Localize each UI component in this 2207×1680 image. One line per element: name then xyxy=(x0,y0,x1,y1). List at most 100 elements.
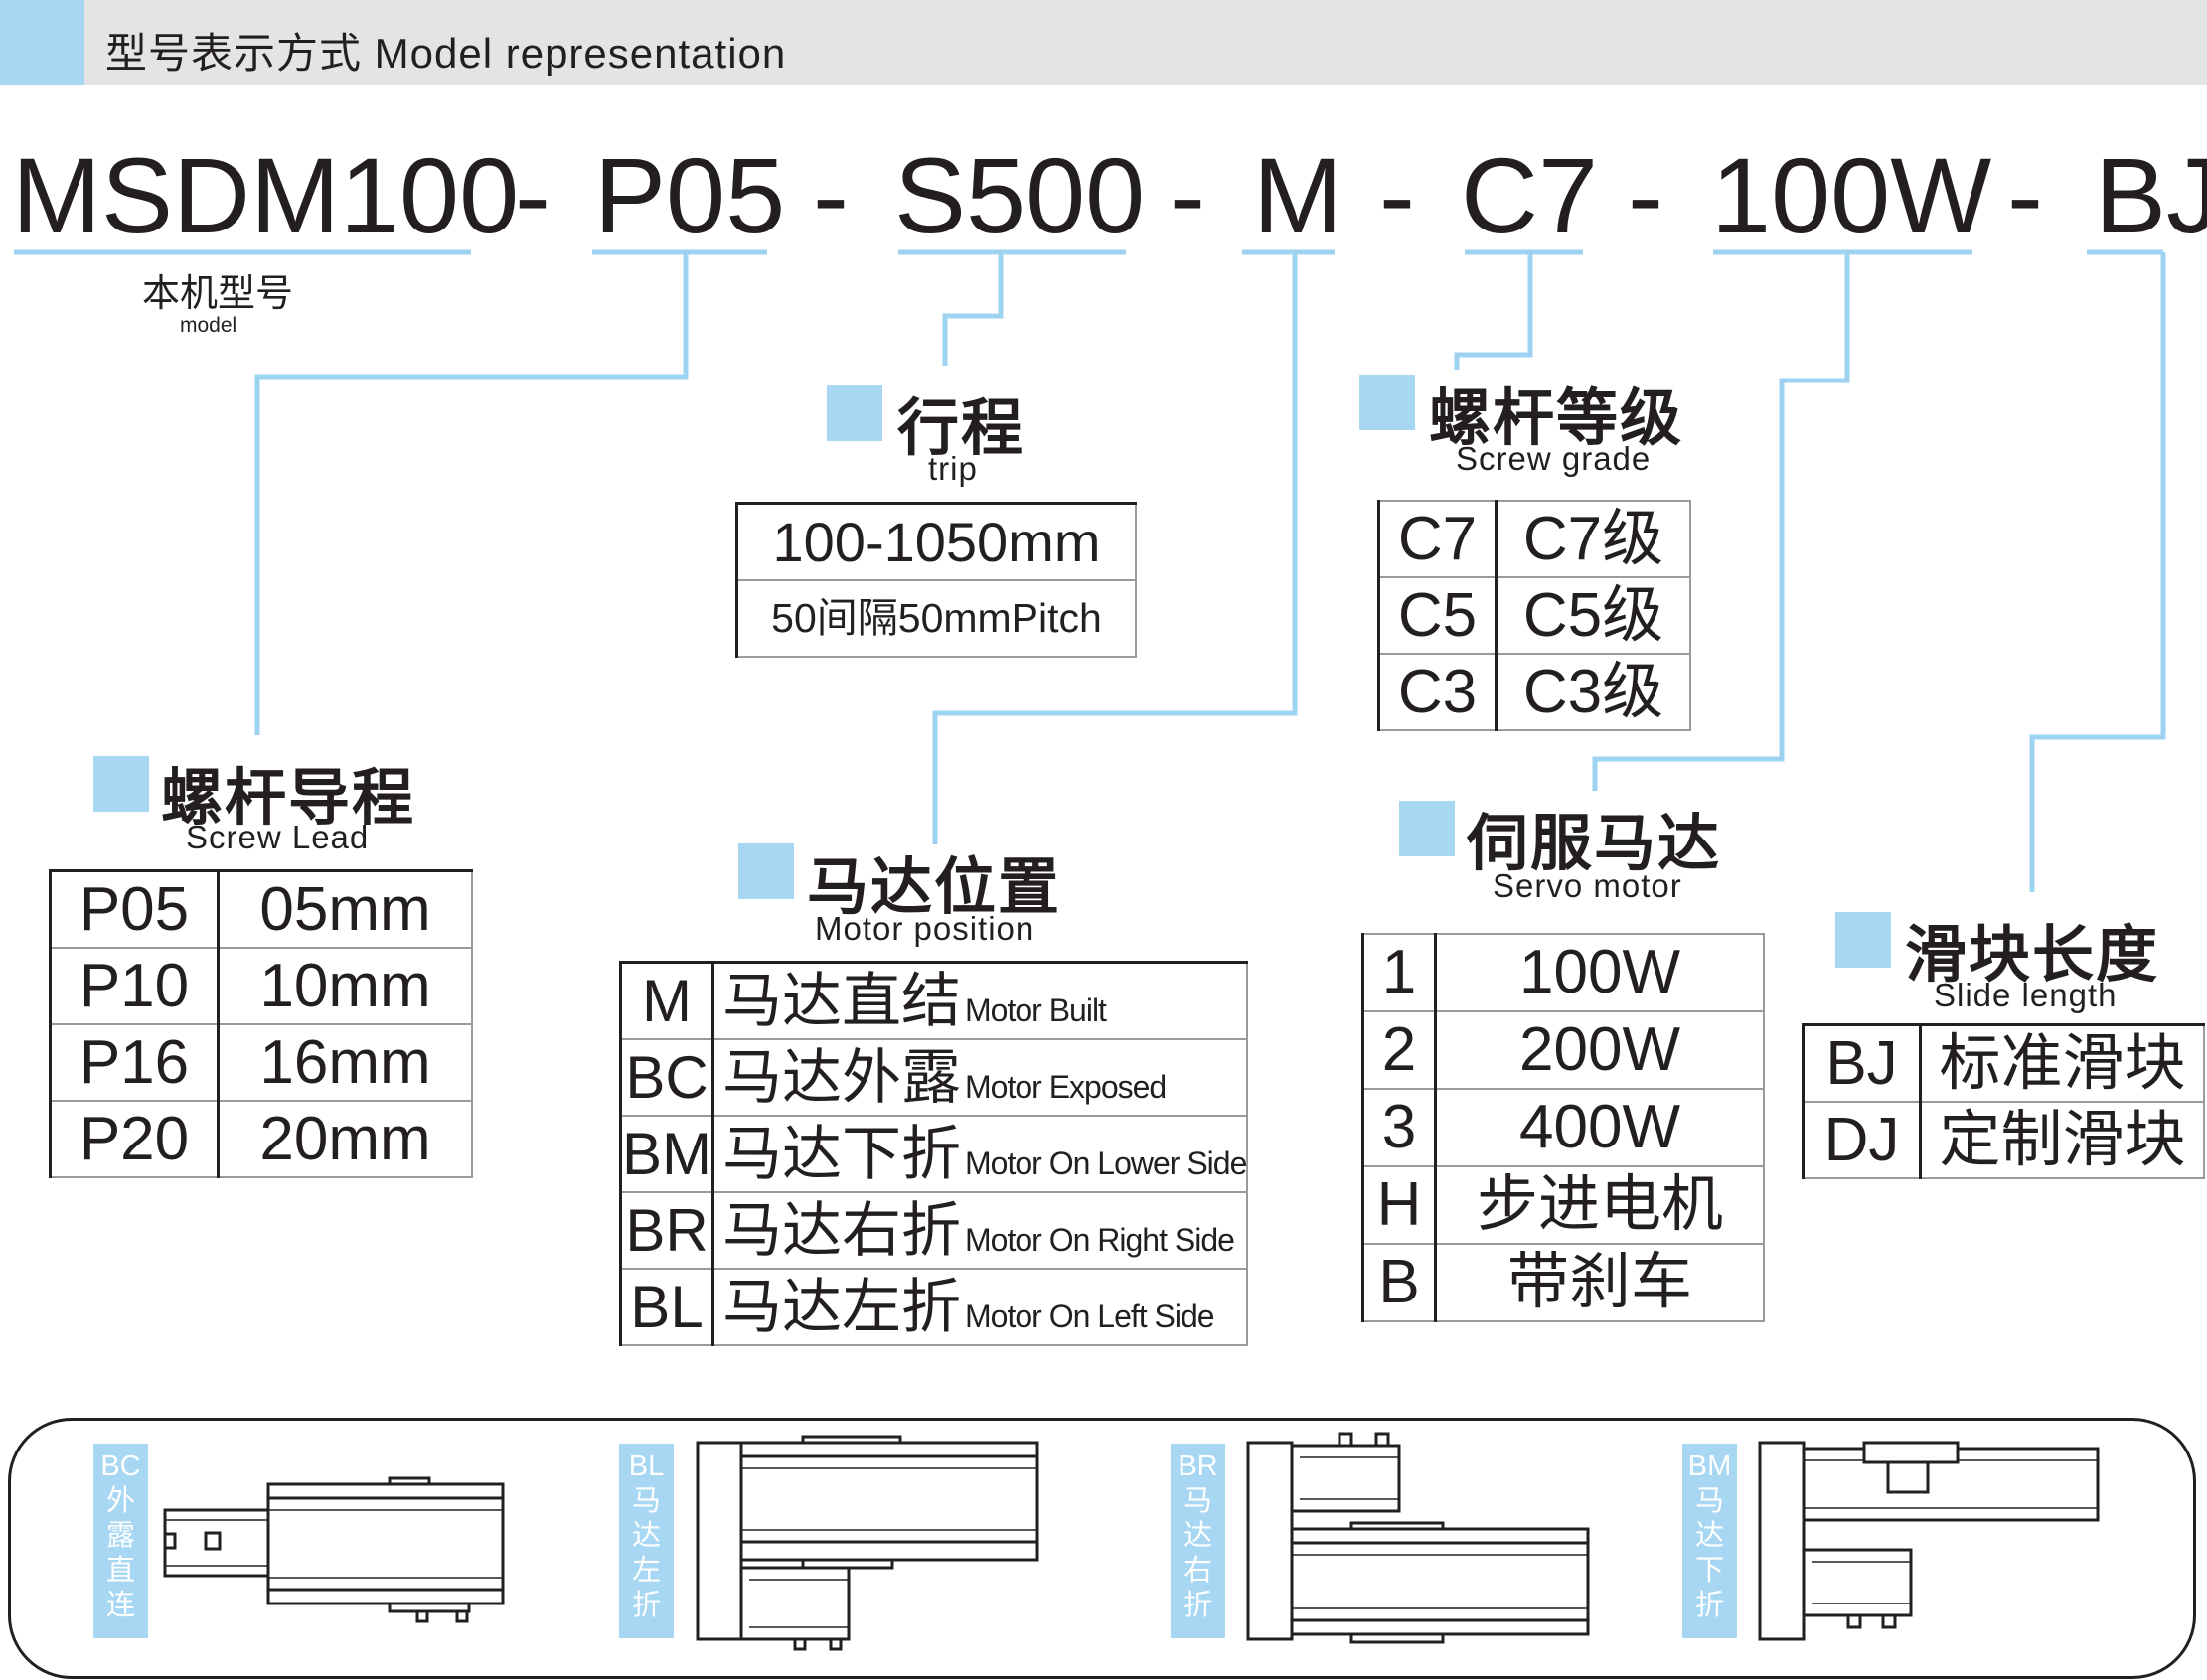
code-separator: - xyxy=(1379,135,1415,255)
position-code: BC xyxy=(619,1038,714,1117)
code-trip: S500 xyxy=(894,135,1146,255)
motor-value: 200W xyxy=(1434,1010,1765,1090)
grade-code: C5 xyxy=(1377,576,1498,655)
diagram-code: BM xyxy=(1687,1451,1732,1482)
slide-length-title: 滑块长度 xyxy=(1905,921,2160,990)
motor-code: 1 xyxy=(1361,933,1437,1012)
diagram-label-char: 连 xyxy=(105,1590,135,1621)
lead-value: 20mm xyxy=(217,1100,473,1178)
motor-value: 步进电机 xyxy=(1434,1165,1765,1245)
diagram-bm-drawing xyxy=(1758,1441,2100,1641)
connector-motor-position xyxy=(932,252,1298,844)
lead-code: P16 xyxy=(49,1023,220,1102)
screw-grade-title: 螺杆等级 xyxy=(1429,384,1684,453)
diagram-label-char: 达 xyxy=(1182,1520,1212,1552)
position-code: BM xyxy=(619,1115,714,1193)
position-zh: 马达右折 xyxy=(722,1196,961,1264)
motor-value: 带刹车 xyxy=(1434,1243,1765,1322)
diagram-label-char: 外 xyxy=(105,1485,135,1517)
code-lead: P05 xyxy=(594,135,786,255)
diagram-tag-bl: BL 马 达 左 折 xyxy=(619,1444,674,1638)
grade-code: C3 xyxy=(1377,653,1498,731)
table-row: 1 100W xyxy=(1361,933,1765,1012)
diagram-label-char: 马 xyxy=(631,1485,661,1517)
motor-code: 3 xyxy=(1361,1088,1437,1167)
table-row: C7 C7级 xyxy=(1377,500,1691,578)
diagram-label-char: 直 xyxy=(105,1555,135,1587)
position-en: Motor Built xyxy=(965,992,1107,1028)
screw-lead-table: P05 05mm P10 10mm P16 16mm P20 20mm xyxy=(49,869,473,1178)
code-slide-length: BJ xyxy=(2095,135,2207,255)
screw-grade-subtitle: Screw grade xyxy=(1456,440,1652,477)
position-en: Motor On Right Side xyxy=(965,1221,1235,1258)
position-zh: 马达左折 xyxy=(722,1273,961,1340)
table-row: DJ 定制滑块 xyxy=(1802,1101,2205,1179)
position-zh: 马达外露 xyxy=(722,1043,961,1111)
code-screw-grade: C7 xyxy=(1461,135,1599,255)
diagram-label-char: 达 xyxy=(1694,1520,1724,1552)
code-servo-motor: 100W xyxy=(1711,135,1992,255)
diagram-label-char: 马 xyxy=(1694,1485,1724,1517)
table-row: 2 200W xyxy=(1361,1010,1765,1090)
diagram-label-char: 右 xyxy=(1182,1555,1212,1587)
code-separator: - xyxy=(2007,135,2043,255)
grade-code: C7 xyxy=(1377,500,1498,578)
servo-motor-subtitle: Servo motor xyxy=(1493,867,1682,904)
table-row: C3 C3级 xyxy=(1377,653,1691,731)
lead-code: P05 xyxy=(49,869,220,949)
slide-length-marker xyxy=(1835,912,1891,968)
code-separator: - xyxy=(1628,135,1663,255)
slide-code: BJ xyxy=(1802,1023,1922,1103)
lead-value: 16mm xyxy=(217,1023,473,1102)
motor-position-subtitle: Motor position xyxy=(815,910,1035,947)
position-code: BR xyxy=(619,1191,714,1270)
screw-lead-title: 螺杆导程 xyxy=(161,764,416,833)
trip-pitch: 50间隔50mmPitch xyxy=(735,579,1137,658)
diagram-br-drawing xyxy=(1246,1432,1590,1644)
connector-screw-grade xyxy=(1454,252,1533,370)
diagram-bc-drawing xyxy=(163,1476,505,1623)
position-zh: 马达直结 xyxy=(722,967,961,1034)
connector-servo-motor xyxy=(1592,252,1850,791)
lead-value: 10mm xyxy=(217,947,473,1025)
grade-value: C7级 xyxy=(1495,500,1691,578)
trip-marker xyxy=(827,385,882,441)
table-row: 3 400W xyxy=(1361,1088,1765,1167)
screw-grade-marker xyxy=(1359,375,1415,430)
diagram-tag-bc: BC 外 露 直 连 xyxy=(93,1444,148,1638)
slide-value: 定制滑块 xyxy=(1919,1101,2205,1179)
diagram-label-char: 左 xyxy=(631,1555,661,1587)
code-motor-position: M xyxy=(1253,135,1342,255)
trip-subtitle: trip xyxy=(928,450,978,487)
code-separator: - xyxy=(515,135,551,255)
position-zh: 马达下折 xyxy=(722,1120,961,1187)
motor-code: 2 xyxy=(1361,1010,1437,1090)
position-code: BL xyxy=(619,1268,714,1346)
slide-value: 标准滑块 xyxy=(1919,1023,2205,1103)
diagram-tag-br: BR 马 达 右 折 xyxy=(1171,1444,1225,1638)
table-row: BJ 标准滑块 xyxy=(1802,1023,2205,1103)
position-en: Motor On Left Side xyxy=(965,1298,1215,1334)
page-title: 型号表示方式 Model representation xyxy=(105,30,787,76)
table-row: H 步进电机 xyxy=(1361,1165,1765,1245)
motor-value: 400W xyxy=(1434,1088,1765,1167)
table-row: C5 C5级 xyxy=(1377,576,1691,655)
position-en: Motor On Lower Side xyxy=(965,1145,1247,1181)
servo-motor-marker xyxy=(1399,801,1455,856)
connector-trip xyxy=(942,252,1004,366)
slide-length-subtitle: Slide length xyxy=(1934,977,2118,1013)
trip-table: 100-1050mm 50间隔50mmPitch xyxy=(735,502,1137,658)
screw-lead-subtitle: Screw Lead xyxy=(186,819,370,855)
lead-code: P20 xyxy=(49,1100,220,1178)
lead-code: P10 xyxy=(49,947,220,1025)
servo-motor-table: 1 100W 2 200W 3 400W H 步进电机 B 带刹车 xyxy=(1361,933,1765,1322)
motor-code: B xyxy=(1361,1243,1437,1322)
